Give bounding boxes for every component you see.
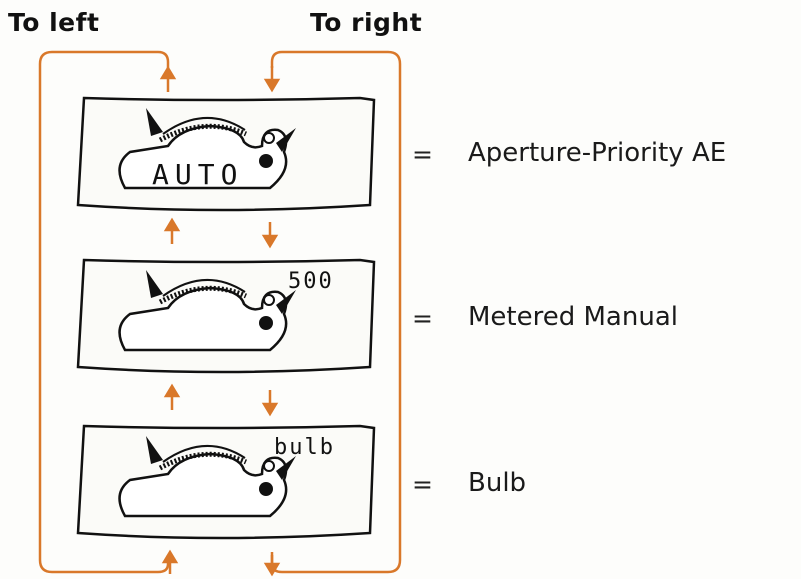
display-panel-manual: 500 [76, 258, 376, 374]
to-right-label: To right [310, 8, 423, 37]
cycle-arrows [159, 65, 281, 577]
to-left-label: To left [8, 8, 100, 37]
display-panel-bulb: bulb [76, 424, 376, 540]
mode-label-metered-manual: Metered Manual [468, 302, 678, 332]
mode-label-aperture-priority: Aperture-Priority AE [468, 138, 727, 168]
up-arrow-icon [161, 549, 179, 574]
equals-sign: = [412, 140, 433, 169]
lcd-mode-text: AUTO [152, 158, 243, 191]
right-loop-line [270, 50, 402, 574]
display-panel-auto: AUTO [76, 96, 376, 212]
left-loop-line [38, 50, 170, 574]
up-arrow-icon [159, 65, 177, 92]
cycle-loop-lines [38, 50, 402, 574]
mode-label-bulb: Bulb [468, 468, 527, 498]
lcd-bulb-text: bulb [274, 435, 335, 460]
down-arrow-icon [261, 222, 279, 249]
equals-sign: = [412, 304, 433, 333]
down-arrow-icon [261, 390, 279, 417]
equals-sign: = [412, 470, 433, 499]
lcd-shutter-text: 500 [288, 269, 334, 294]
down-arrow-icon [263, 552, 281, 577]
down-arrow-icon [263, 66, 281, 93]
up-arrow-icon [163, 217, 181, 244]
up-arrow-icon [163, 383, 181, 410]
